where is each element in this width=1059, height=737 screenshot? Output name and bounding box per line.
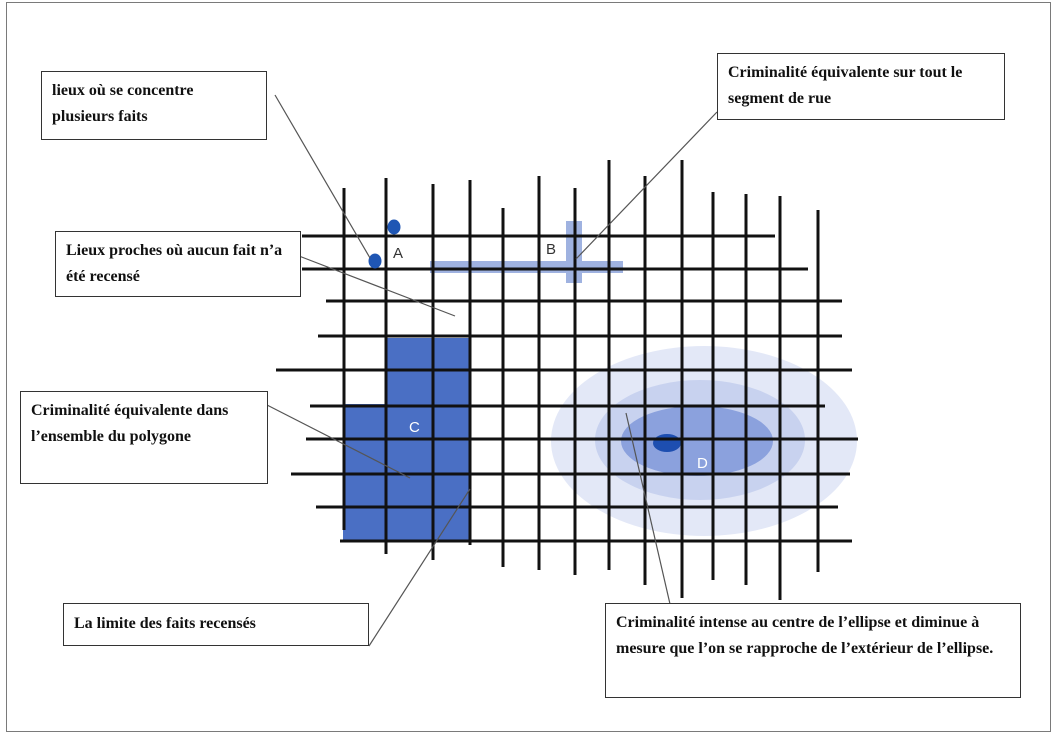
figure-frame (6, 2, 1051, 732)
callout-no-fact-text: Lieux proches où aucun fait n’a été rece… (66, 242, 283, 285)
street-segment-b (430, 221, 623, 283)
callout-concentration-text: lieux où se concentre plusieurs faits (52, 82, 194, 125)
segment-horizontal (430, 261, 623, 273)
callout-ellipse-text: Criminalité intense au centre de l’ellip… (616, 614, 994, 657)
callout-limit-text: La limite des faits recensés (74, 615, 256, 632)
marker-d: D (697, 455, 708, 472)
marker-c: C (409, 419, 420, 436)
ellipse-inner-ring (621, 406, 773, 476)
leader-concentration (274, 94, 371, 259)
leader-no-fact (298, 255, 456, 317)
crime-point (387, 219, 401, 235)
concentration-points-a (368, 219, 401, 269)
marker-b: B (546, 241, 556, 258)
leader-segment (575, 111, 718, 260)
street-grid (276, 160, 858, 600)
callout-polygon-text: Criminalité équivalente dans l’ensemble … (31, 402, 229, 445)
callout-concentration: lieux où se concentre plusieurs faits (41, 71, 267, 140)
callout-polygon: Criminalité équivalente dans l’ensemble … (20, 391, 268, 484)
callout-limit: La limite des faits recensés (63, 603, 369, 646)
marker-a: A (393, 245, 403, 262)
callout-segment: Criminalité équivalente sur tout le segm… (717, 53, 1005, 120)
callout-no-fact: Lieux proches où aucun fait n’a été rece… (55, 231, 301, 297)
leader-lines (266, 94, 718, 647)
callout-ellipse: Criminalité intense au centre de l’ellip… (605, 603, 1021, 698)
leader-ellipse (625, 412, 671, 605)
leader-polygon (266, 404, 411, 479)
crime-point (368, 253, 382, 269)
ellipse-core (653, 434, 681, 452)
leader-limit (368, 488, 471, 647)
callout-segment-text: Criminalité équivalente sur tout le segm… (728, 64, 963, 107)
